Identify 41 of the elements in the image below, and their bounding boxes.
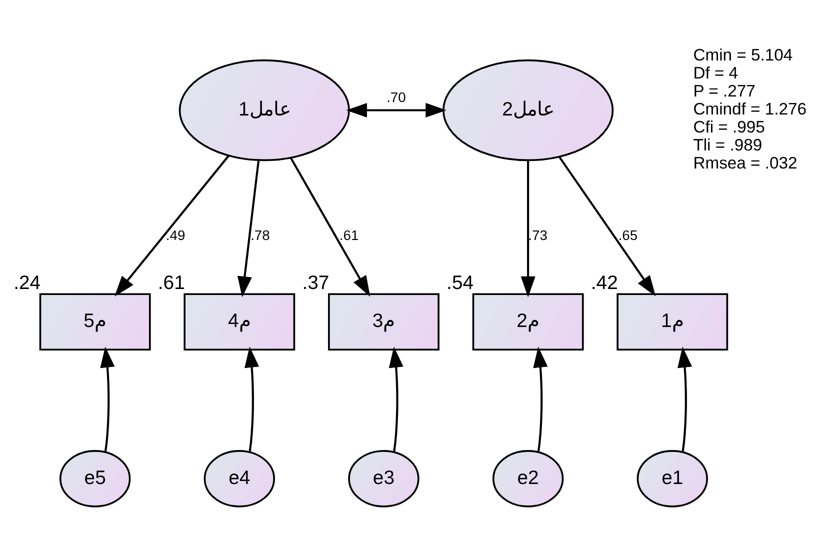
arrow (520, 160, 536, 297)
arrow (100, 346, 115, 452)
edge-label: .61 (339, 226, 359, 242)
node-label: .37 (302, 271, 330, 294)
node-label: .54 (446, 271, 474, 294)
arrow (388, 346, 404, 452)
label: Cfi = .995 (693, 117, 765, 136)
arrow (558, 156, 656, 296)
edge-label: .70 (386, 88, 406, 104)
node-ellipse: e4 (204, 450, 275, 507)
edge-label: .78 (250, 226, 270, 242)
node-ellipse: e1 (636, 450, 708, 507)
edge-label: .65 (618, 226, 638, 242)
arrow (244, 346, 260, 452)
arrow (533, 346, 548, 452)
node-box: م4 (184, 292, 296, 350)
edge-label: .73 (528, 226, 548, 242)
arrow (290, 156, 370, 296)
node-ellipse: e3 (348, 450, 420, 507)
label: Cmindf = 1.276 (693, 99, 807, 118)
node-box: م1 (616, 292, 728, 350)
label: Cmin = 5.104 (693, 44, 793, 64)
node-label: .42 (590, 271, 618, 294)
node-ellipse: e2 (492, 450, 564, 507)
label: Tli = .989 (693, 135, 762, 154)
node-ellipse: عامل2 (442, 58, 614, 161)
node-box: م2 (472, 292, 584, 350)
node-box: م3 (328, 292, 440, 350)
arrow (114, 154, 230, 296)
node-box: م5 (39, 292, 151, 350)
label: Df = 4 (693, 62, 738, 82)
node-label: .61 (158, 271, 185, 294)
arrow (237, 160, 260, 297)
node-label: .24 (14, 271, 41, 294)
label: P = .277 (693, 81, 756, 100)
arrow (678, 346, 692, 452)
node-ellipse: عامل1 (178, 58, 350, 161)
arrow (346, 102, 446, 118)
edge-label: .49 (166, 226, 186, 242)
node-ellipse: e5 (59, 450, 131, 507)
label: Rmsea = .032 (693, 153, 798, 172)
